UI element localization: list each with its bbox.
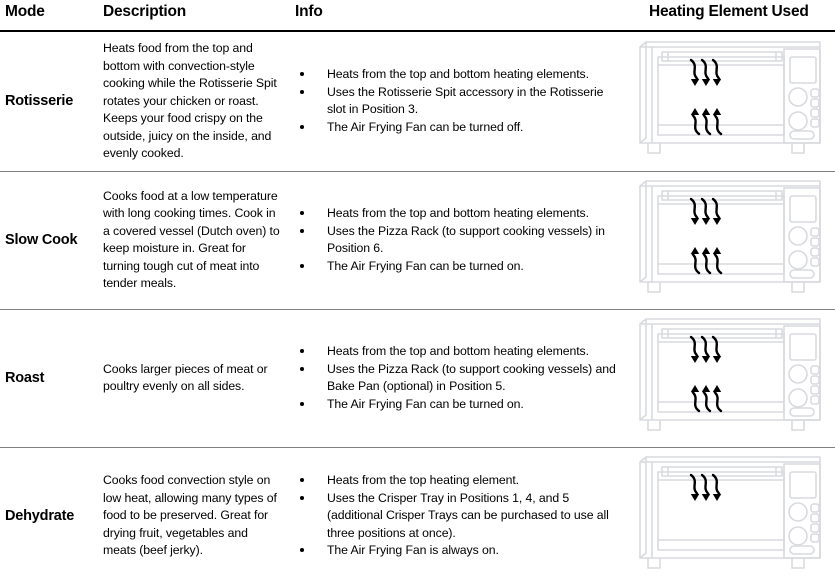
info-bullet-text: The Air Frying Fan can be turned off. [327,119,524,134]
info-bullet-item: Uses the Pizza Rack (to support cooking … [295,361,619,396]
mode-name: Dehydrate [5,508,75,524]
oven-diagram-svg [639,317,821,431]
bullet-dot-icon [300,89,304,94]
info-bullet-text: Heats from the top and bottom heating el… [327,206,589,220]
oven-diagram-svg [639,40,821,154]
column-header-description: Description [102,0,288,32]
info-bullet-text: Uses the Crisper Tray in Positions 1, 4,… [327,490,609,540]
heating-element-illustration [625,309,835,448]
info-bullet-item: The Air Frying Fan can be turned on. [295,258,619,276]
bullet-dot-icon [300,72,304,77]
oven-icon [632,39,828,159]
bullet-dot-icon [300,228,304,233]
bullet-dot-icon [300,211,304,215]
info-bullet-item: Heats from the top and bottom heating el… [295,205,619,223]
oven-icon [632,454,828,574]
bullet-dot-icon [300,124,304,129]
mode-name: Roast [0,309,102,448]
column-header-mode: Mode [0,0,102,32]
oven-icon [632,316,828,436]
heating-element-illustration [625,31,835,172]
info-bullet-text: The Air Frying Fan is always on. [327,543,499,558]
info-bullet-text: Uses the Pizza Rack (to support cooking … [327,361,616,394]
bullet-dot-icon [300,548,304,553]
table-row: Dehydrate Cooks food convection style on … [0,447,835,585]
info-bullet-item: The Air Frying Fan is always on. [295,542,619,560]
mode-info: Heats from the top and bottom heating el… [288,171,625,310]
mode-info: Heats from the top and bottom heating el… [288,309,625,448]
info-bullet-list: Heats from the top and bottom heating el… [295,66,619,136]
info-bullet-item: Uses the Crisper Tray in Positions 1, 4,… [295,490,619,543]
bullet-dot-icon [300,495,304,500]
info-bullet-item: Heats from the top and bottom heating el… [295,343,619,361]
info-bullet-list: Heats from the top and bottom heating el… [295,343,619,413]
bullet-dot-icon [300,263,304,268]
info-bullet-item: The Air Frying Fan can be turned off. [295,119,619,137]
header-row: Mode Description Info Heating Element Us… [0,0,835,32]
info-bullet-item: The Air Frying Fan can be turned on. [295,396,619,414]
info-bullet-list: Heats from the top and bottom heating el… [295,205,619,275]
info-bullet-text: Heats from the top and bottom heating el… [327,344,589,358]
mode-description: Cooks food at a low temperature with lon… [102,171,288,310]
mode-description: Heats food from the top and bottom with … [102,31,288,172]
column-header-heating-element: Heating Element Used [625,0,835,32]
mode-name: Slow Cook [0,171,102,310]
info-bullet-item: Heats from the top heating element. [295,472,619,490]
info-bullet-text: The Air Frying Fan can be turned on. [327,396,524,411]
heating-element-illustration [625,171,835,310]
heating-element-illustration [625,447,835,585]
column-header-info: Info [288,0,625,32]
oven-diagram-svg [639,179,821,293]
info-bullet-item: Uses the Rotisserie Spit accessory in th… [295,84,619,119]
mode-info: Heats from the top and bottom heating el… [288,31,625,172]
info-bullet-text: Heats from the top and bottom heating el… [327,67,589,82]
info-bullet-item: Heats from the top and bottom heating el… [295,66,619,84]
oven-icon [632,178,828,298]
mode-name: Rotisserie [0,31,102,172]
bullet-dot-icon [300,349,304,353]
info-bullet-text: The Air Frying Fan can be turned on. [327,258,524,273]
bullet-dot-icon [300,478,304,483]
oven-diagram-svg [639,455,821,569]
mode-info: Heats from the top heating element. Uses … [288,447,625,585]
mode-description: Cooks food convection style on low heat,… [103,473,277,558]
info-bullet-item: Uses the Pizza Rack (to support cooking … [295,223,619,258]
mode-description: Cooks larger pieces of meat or poultry e… [102,309,288,448]
table-header: Mode Description Info Heating Element Us… [0,0,835,32]
bullet-dot-icon [300,366,304,371]
info-bullet-list: Heats from the top heating element. Uses … [295,472,619,560]
info-bullet-text: Uses the Pizza Rack (to support cooking … [327,223,605,256]
info-bullet-text: Uses the Rotisserie Spit accessory in th… [327,84,604,117]
bullet-dot-icon [300,401,304,406]
info-bullet-text: Heats from the top heating element. [327,473,519,488]
